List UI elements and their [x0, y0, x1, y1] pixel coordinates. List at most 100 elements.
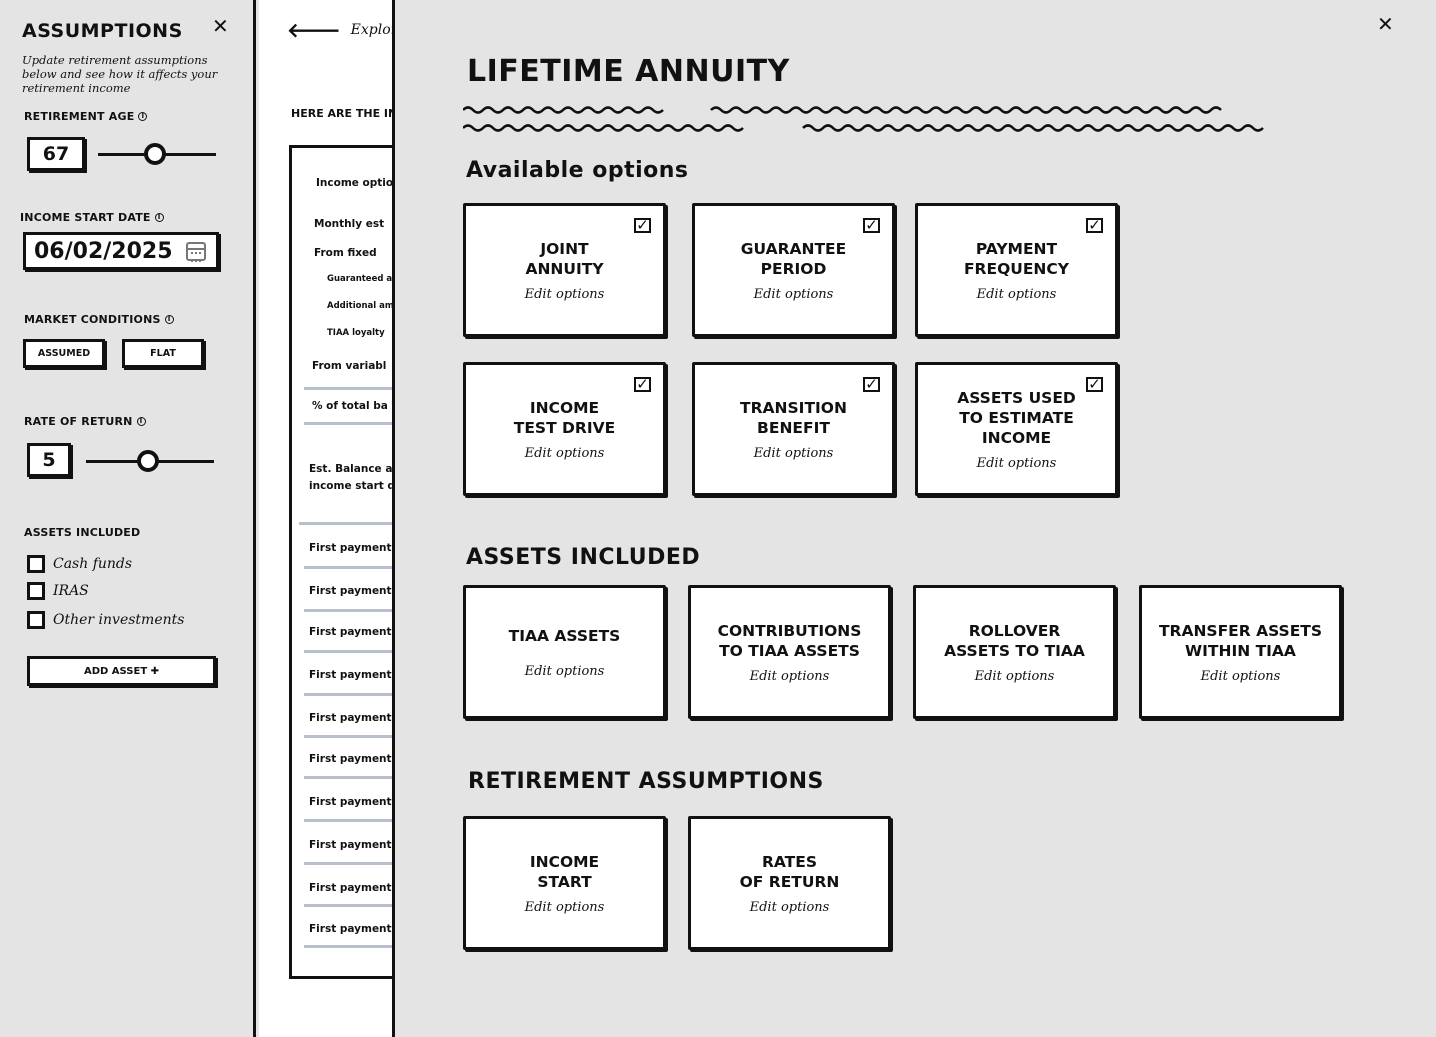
edit-options-link[interactable]: Edit options	[524, 663, 605, 679]
table-row-label: Additional am	[327, 301, 392, 311]
income-test-drive-card[interactable]: ✓ Income test drive Edit options	[463, 362, 666, 496]
check-icon[interactable]: ✓	[634, 218, 651, 233]
income-start-date-input[interactable]: 06/02/2025	[23, 232, 219, 270]
table-row-label: First payment	[309, 585, 392, 597]
arrow-left-icon[interactable]: 🡐	[287, 18, 341, 42]
info-icon[interactable]: i	[154, 213, 164, 222]
rollover-card[interactable]: Rollover assets to TIAA Edit options	[913, 585, 1116, 719]
table-row-label: % of total ba	[312, 400, 388, 412]
check-icon[interactable]: ✓	[863, 377, 880, 392]
check-icon[interactable]: ✓	[634, 377, 651, 392]
check-icon[interactable]: ✓	[1086, 218, 1103, 233]
table-row-label: First payment	[309, 669, 392, 681]
retirement-age-label: Retirement age i	[24, 110, 148, 123]
card-title: Income start	[529, 852, 600, 891]
table-row-label: Est. Balance a	[309, 463, 392, 475]
tiaa-assets-card[interactable]: TIAA assets Edit options	[463, 585, 666, 719]
guarantee-period-card[interactable]: ✓ Guarantee period Edit options	[692, 203, 895, 337]
row-divider	[304, 609, 392, 612]
edit-options-link[interactable]: Edit options	[753, 286, 834, 302]
edit-options-link[interactable]: Edit options	[976, 455, 1057, 471]
income-start-date-label: Income start date i	[20, 211, 164, 224]
table-row-label: Guaranteed a	[327, 274, 392, 284]
card-title: Transfer assets within TIAA	[1158, 621, 1323, 660]
edit-options-link[interactable]: Edit options	[524, 286, 605, 302]
card-title: Joint annuity	[525, 239, 604, 278]
table-row-label: Monthly est	[314, 218, 385, 230]
edit-options-link[interactable]: Edit options	[749, 668, 830, 684]
card-title: Guarantee period	[740, 239, 847, 278]
table-row-label: First payment	[309, 542, 392, 554]
rate-of-return-input[interactable]: 5	[27, 443, 71, 477]
comparison-table: Income optio Monthly est From fixed Guar…	[289, 145, 392, 979]
table-row-label: First payment	[309, 882, 392, 894]
income-comparison-panel: 🡐 Explore in Here are the in Income opti…	[259, 0, 392, 1037]
row-divider	[304, 422, 392, 425]
available-options-title: Available options	[466, 158, 689, 183]
table-row-label: First payment	[309, 796, 392, 808]
placeholder-text-squiggle	[463, 106, 1264, 132]
payment-frequency-card[interactable]: ✓ Payment frequency Edit options	[915, 203, 1118, 337]
asset-checkbox-row[interactable]: Cash funds	[27, 555, 132, 573]
table-row-label: income start d	[309, 480, 392, 492]
table-row-label: From variabl	[312, 360, 387, 372]
edit-options-link[interactable]: Edit options	[524, 899, 605, 915]
iras-checkbox[interactable]	[27, 582, 45, 600]
edit-options-link[interactable]: Edit options	[753, 445, 834, 461]
rates-of-return-card[interactable]: Rates of return Edit options	[688, 816, 891, 950]
retirement-age-input[interactable]: 67	[27, 137, 85, 171]
assets-used-card[interactable]: ✓ Assets used to estimate income Edit op…	[915, 362, 1118, 496]
income-start-card[interactable]: Income start Edit options	[463, 816, 666, 950]
card-title: Payment frequency	[963, 239, 1070, 278]
info-icon[interactable]: i	[164, 315, 174, 324]
table-row-label: First payment	[309, 626, 392, 638]
calendar-icon[interactable]	[186, 241, 206, 262]
edit-options-link[interactable]: Edit options	[1200, 668, 1281, 684]
row-divider	[304, 735, 392, 738]
cash-funds-label: Cash funds	[53, 556, 133, 572]
table-row-label: First payment	[309, 753, 392, 765]
table-row-label: From fixed	[314, 247, 377, 259]
joint-annuity-card[interactable]: ✓ Joint annuity Edit options	[463, 203, 666, 337]
edit-options-link[interactable]: Edit options	[749, 899, 830, 915]
transfer-assets-card[interactable]: Transfer assets within TIAA Edit options	[1139, 585, 1342, 719]
row-divider	[299, 522, 392, 525]
row-divider	[304, 776, 392, 779]
other-investments-checkbox[interactable]	[27, 611, 45, 629]
lifetime-annuity-modal: ✕ Lifetime Annuity Available options ✓ J…	[392, 0, 1436, 1037]
iras-label: IRAS	[53, 583, 89, 599]
card-title: Contributions to TIAA assets	[717, 621, 862, 660]
table-row-label: First payment	[309, 839, 392, 851]
edit-options-link[interactable]: Edit options	[976, 286, 1057, 302]
market-conditions-label: Market conditions i	[24, 313, 174, 326]
check-icon[interactable]: ✓	[863, 218, 880, 233]
rate-of-return-slider-thumb[interactable]	[137, 450, 159, 472]
edit-options-link[interactable]: Edit options	[524, 445, 605, 461]
row-divider	[304, 862, 392, 865]
assumptions-panel: Assumptions ✕ Update retirement assumpti…	[0, 0, 256, 1037]
row-divider	[304, 819, 392, 822]
modal-close-icon[interactable]: ✕	[1377, 12, 1394, 36]
retirement-age-slider-thumb[interactable]	[144, 143, 166, 165]
check-icon[interactable]: ✓	[1086, 377, 1103, 392]
add-asset-button[interactable]: Add asset ✚	[27, 656, 216, 686]
card-title: Rollover assets to TIAA	[944, 621, 1085, 660]
cash-funds-checkbox[interactable]	[27, 555, 45, 573]
assumptions-close-icon[interactable]: ✕	[212, 14, 229, 38]
table-row-label: First payment	[309, 712, 392, 724]
info-icon[interactable]: i	[136, 417, 146, 426]
asset-checkbox-row[interactable]: Other investments	[27, 611, 184, 629]
market-assumed-button[interactable]: Assumed	[23, 339, 105, 368]
assets-included-title: Assets included	[466, 545, 701, 570]
edit-options-link[interactable]: Edit options	[974, 668, 1055, 684]
row-divider	[304, 650, 392, 653]
market-flat-button[interactable]: Flat	[122, 339, 204, 368]
asset-checkbox-row[interactable]: IRAS	[27, 582, 89, 600]
table-row-label: TIAA loyalty	[327, 328, 385, 338]
transition-benefit-card[interactable]: ✓ Transition benefit Edit options	[692, 362, 895, 496]
back-link[interactable]: 🡐 Explore in	[287, 18, 392, 42]
contributions-card[interactable]: Contributions to TIAA assets Edit option…	[688, 585, 891, 719]
info-icon[interactable]: i	[138, 112, 148, 121]
comparison-heading: Here are the in	[291, 107, 392, 120]
table-row-label: Income optio	[316, 177, 392, 189]
